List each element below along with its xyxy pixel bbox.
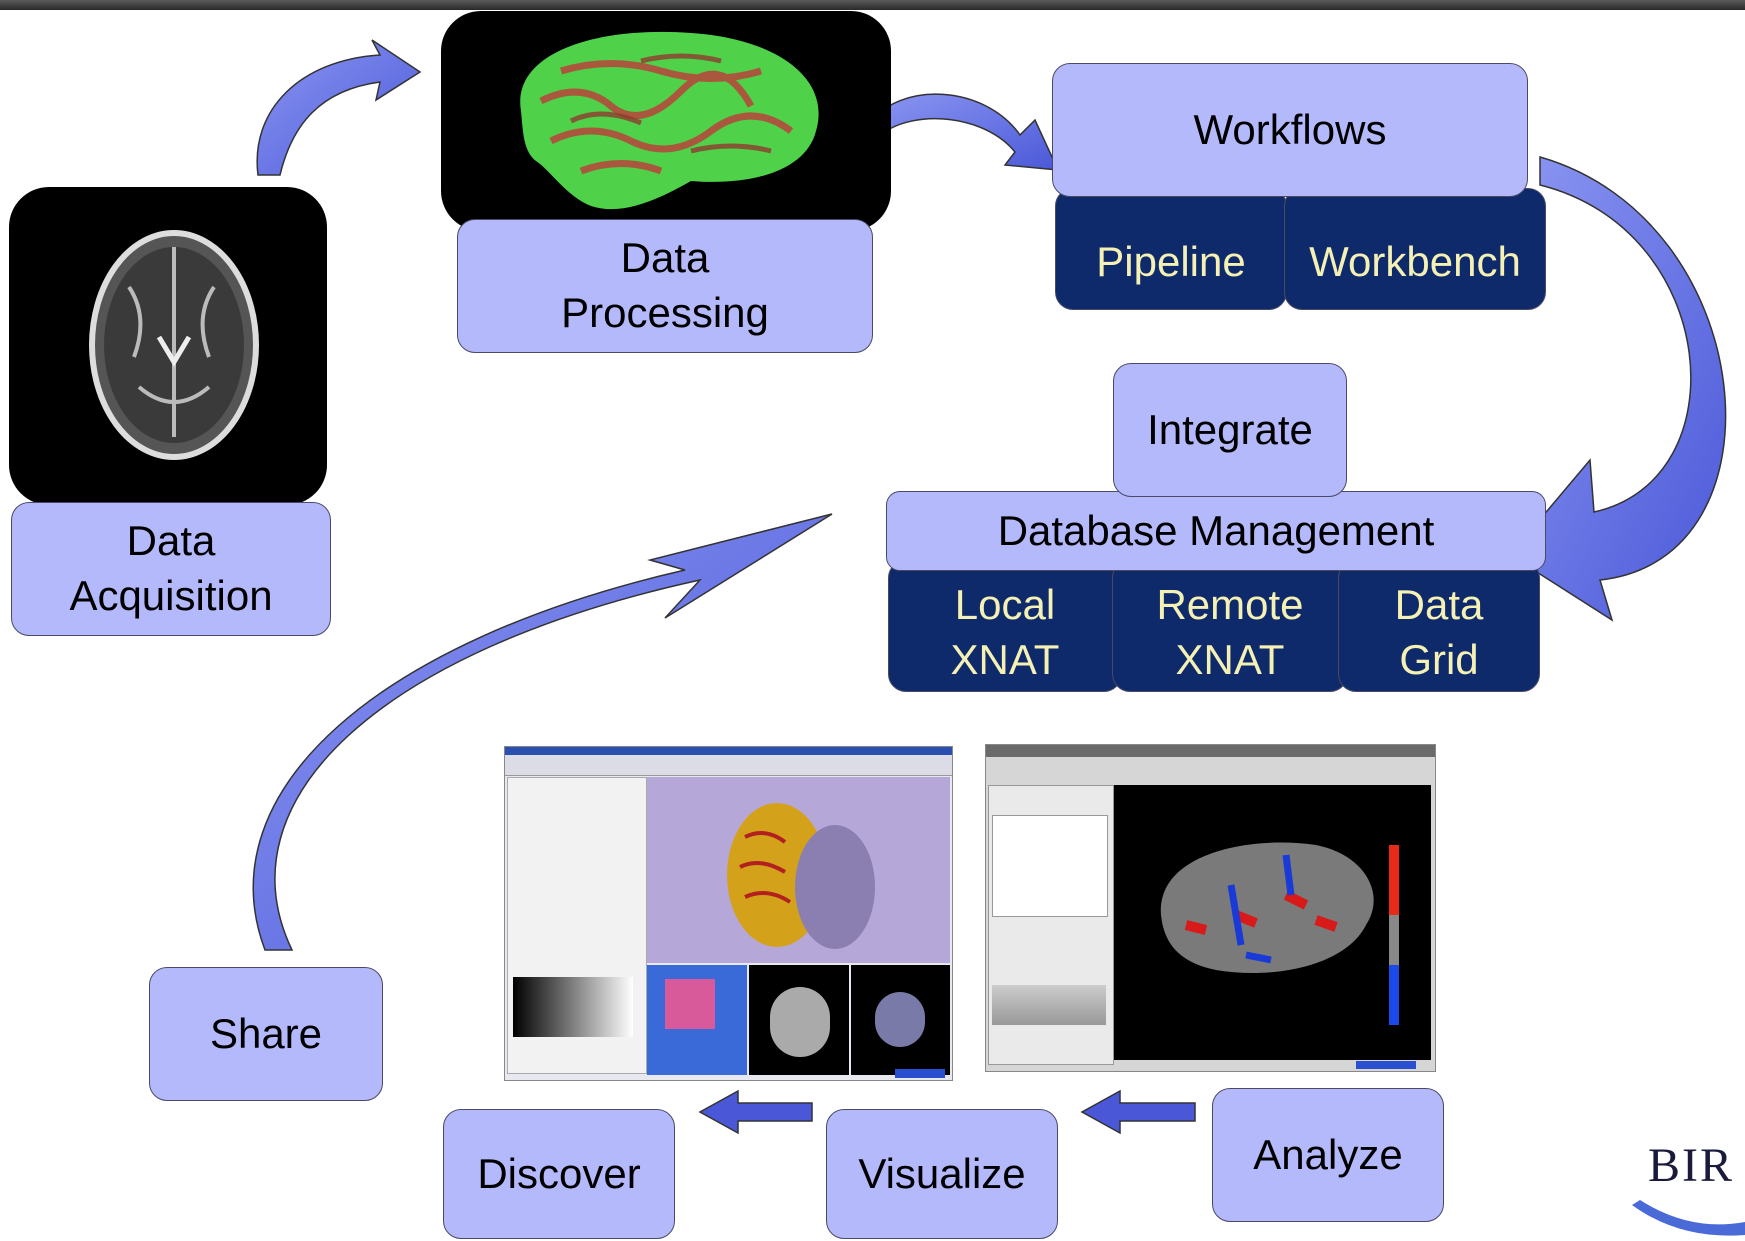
arrow-acquisition-to-processing	[256, 39, 422, 176]
remote-xnat-label: Remote XNAT	[1156, 581, 1304, 683]
arrow-share-to-database	[252, 513, 833, 951]
workbench-node: Workbench	[1284, 188, 1546, 310]
workbench-label: Workbench	[1309, 237, 1521, 285]
arrow-visualize-to-discover	[698, 1089, 813, 1135]
arrow-analyze-to-visualize	[1080, 1089, 1196, 1135]
discover-node: Discover	[443, 1109, 675, 1239]
data-processing-node: Data Processing	[457, 219, 873, 353]
analyze-label: Analyze	[1253, 1130, 1403, 1178]
pipeline-node: Pipeline	[1055, 188, 1287, 310]
top-bar	[0, 0, 1745, 10]
workflows-label: Workflows	[1193, 105, 1387, 153]
database-management-node: Database Management	[886, 491, 1546, 571]
discover-label: Discover	[477, 1149, 641, 1197]
brain-cortical-surface-image	[441, 11, 891, 231]
data-acquisition-node: Data Acquisition	[11, 502, 331, 636]
database-management-label: Database Management	[997, 506, 1435, 554]
integrate-node: Integrate	[1113, 363, 1347, 497]
analyze-node: Analyze	[1212, 1088, 1444, 1222]
data-grid-label: Data Grid	[1394, 581, 1484, 683]
local-xnat-node: Local XNAT	[888, 560, 1122, 692]
visualize-node: Visualize	[826, 1109, 1058, 1239]
brain-axial-mri-image	[9, 187, 327, 505]
data-grid-node: Data Grid	[1338, 560, 1540, 692]
integrate-label: Integrate	[1147, 405, 1313, 453]
qdec-screenshot	[985, 744, 1436, 1072]
workflows-node: Workflows	[1052, 63, 1528, 197]
arrow-workflows-to-database	[1508, 156, 1727, 622]
local-xnat-label: Local XNAT	[950, 581, 1060, 683]
data-acquisition-label: Data Acquisition	[69, 517, 273, 619]
slicer-screenshot	[504, 746, 953, 1081]
visualize-label: Visualize	[858, 1149, 1026, 1197]
share-label: Share	[209, 1009, 323, 1057]
pipeline-label: Pipeline	[1096, 237, 1246, 285]
remote-xnat-node: Remote XNAT	[1112, 560, 1348, 692]
arrow-processing-to-workflows	[866, 93, 1060, 171]
logo-text: BIR	[1648, 1139, 1735, 1192]
data-processing-label: Data Processing	[561, 234, 769, 336]
share-node: Share	[149, 967, 383, 1101]
